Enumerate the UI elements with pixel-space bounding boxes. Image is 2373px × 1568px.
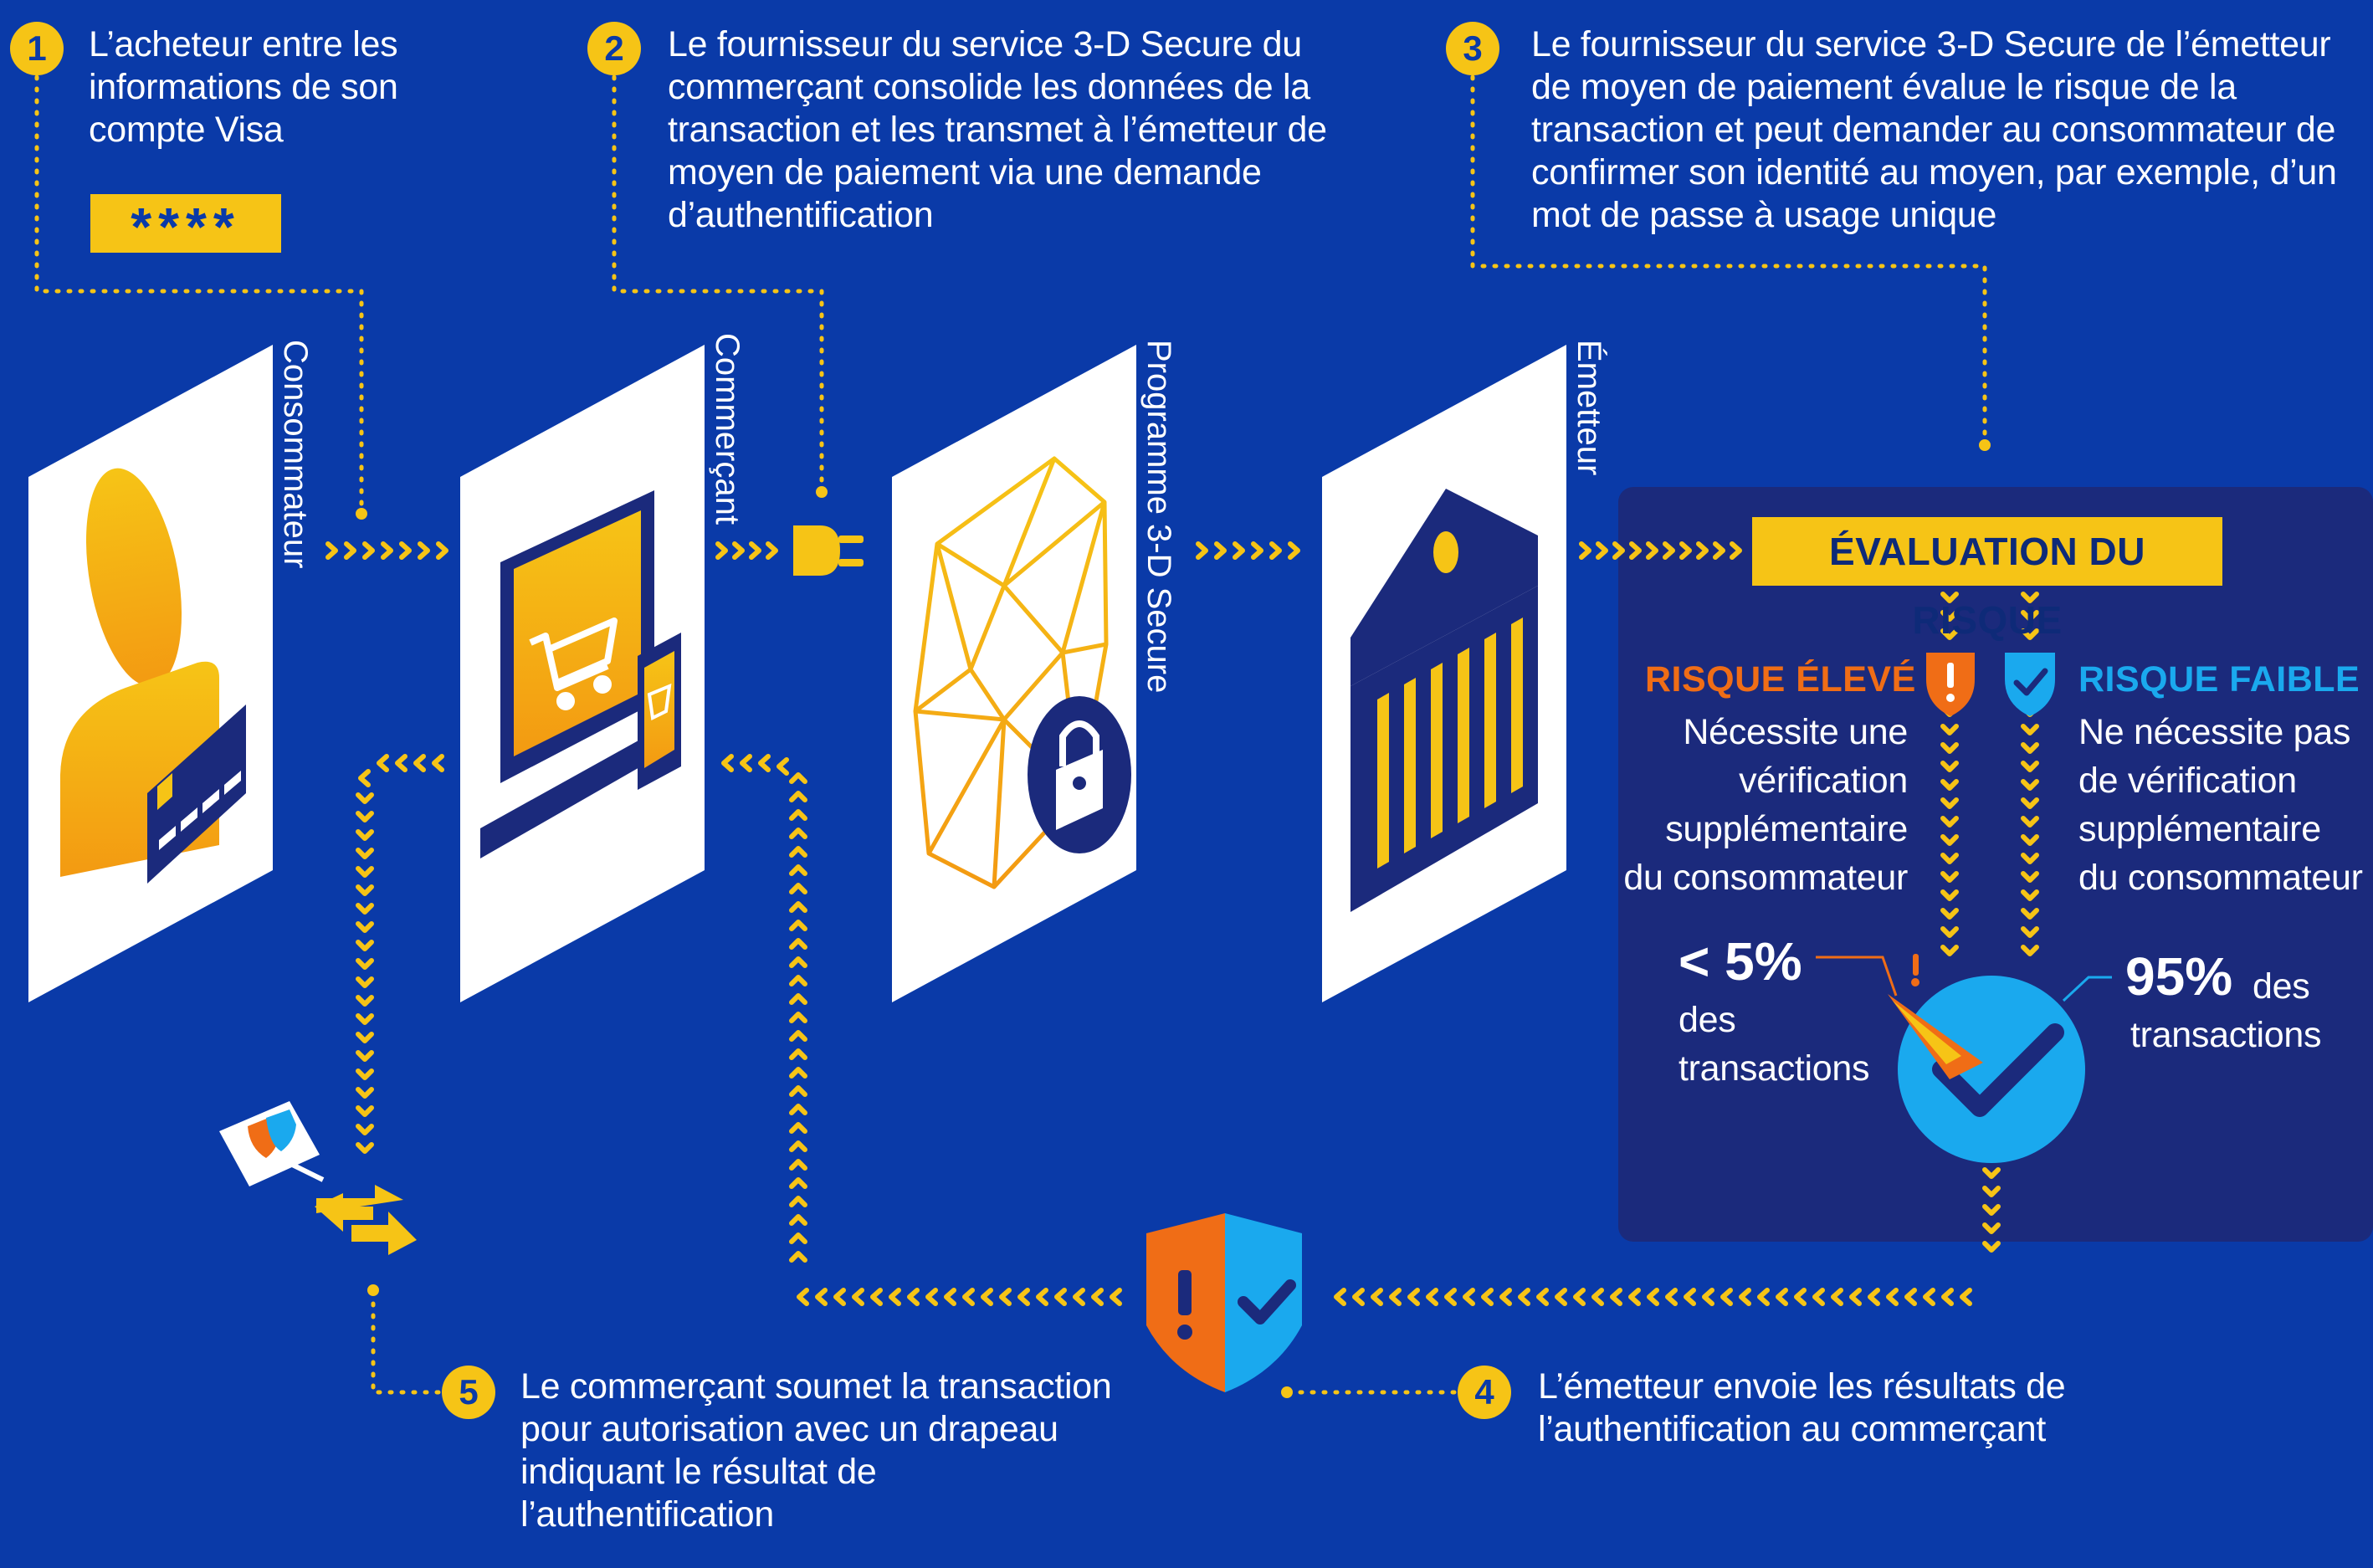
chevrons-up-to-merchant <box>789 772 807 1263</box>
merchant-label: Commerçant <box>709 333 746 525</box>
step-1-text: L’acheteur entre les informations de son… <box>89 24 398 150</box>
authentication-shield-icon <box>1146 1213 1302 1392</box>
consumer-panel <box>28 345 273 1002</box>
leader-dots <box>356 439 1991 1398</box>
risk-panel <box>1618 487 2373 1242</box>
step-5-text: Le commerçant soumet la transaction pour… <box>520 1366 1112 1535</box>
chevrons-program-to-issuer <box>1196 541 1300 560</box>
program-panel <box>892 345 1136 1002</box>
padlock-icon <box>1028 696 1131 853</box>
issuer-label: Émetteur <box>1571 340 1607 476</box>
high-risk-wedge <box>1888 994 1983 1079</box>
chevrons-issuer-to-shield <box>1334 1288 1972 1306</box>
high-risk-percentage: < 5% <box>1679 931 1802 992</box>
low-risk-label: RISQUE FAIBLE <box>2078 659 2360 699</box>
chevrons-down-to-flag <box>356 792 374 1154</box>
chevrons-merchant-to-flag <box>358 754 444 787</box>
result-callout-lines <box>1816 956 2112 1002</box>
high-risk-percentage-caption: des transactions <box>1679 1000 1870 1089</box>
step-3-text: Le fournisseur du service 3-D Secure de … <box>1531 24 2337 235</box>
low-risk-percentage: 95% <box>2125 946 2233 1007</box>
shopping-cart-icon <box>529 617 618 710</box>
chevrons-issuer-to-risk <box>1579 541 1742 560</box>
step-4-badge: 4 <box>1458 1366 1511 1419</box>
issuer-panel <box>1322 345 1566 1002</box>
chevrons-consumer-to-merchant <box>325 541 448 560</box>
consumer-label: Consommateur <box>277 340 314 569</box>
chevrons-eval-high <box>1940 592 1959 640</box>
chevrons-shield-to-left <box>797 1288 1122 1306</box>
high-risk-description: Nécessite une vérification supplémentair… <box>1623 712 1908 898</box>
high-risk-shield-icon <box>1926 653 1975 716</box>
low-risk-percentage-caption-inline: des <box>2253 966 2310 1007</box>
low-risk-percentage-caption: transactions <box>2130 1015 2322 1055</box>
leader-lines <box>34 74 1987 1395</box>
bank-icon <box>1351 489 1538 912</box>
low-risk-shield-icon <box>2005 653 2055 716</box>
small-exclamation-icon <box>1911 954 1919 986</box>
chevrons-merchant-to-plug <box>715 541 778 560</box>
program-label: Programme 3-D Secure <box>1140 340 1177 694</box>
chevrons-result-down <box>1982 1167 2001 1253</box>
step-2-badge: 2 <box>587 22 641 75</box>
low-risk-description: Ne nécessite pas de vérification supplém… <box>2078 712 2363 898</box>
result-check-circle <box>1898 976 2085 1163</box>
flow-chevrons <box>325 541 2039 1306</box>
password-mask: **** <box>90 194 281 257</box>
step-4-text: L’émetteur envoie les résultats de l’aut… <box>1538 1366 2066 1449</box>
exchange-arrows-icon <box>315 1185 417 1255</box>
plug-icon <box>793 525 864 576</box>
risk-evaluation-title: ÉVALUATION DU RISQUE <box>1752 517 2222 642</box>
step-5-badge: 5 <box>442 1366 495 1419</box>
credit-card-icon <box>147 705 246 884</box>
flag-icon <box>219 1101 325 1186</box>
step-2-text: Le fournisseur du service 3-D Secure du … <box>668 24 1327 235</box>
chevrons-merchant-return <box>721 754 789 776</box>
step-1-badge: 1 <box>10 22 64 75</box>
merchant-panel <box>460 345 705 1002</box>
high-risk-label: RISQUE ÉLEVÉ <box>1645 659 1916 699</box>
step-3-badge: 3 <box>1446 22 1499 75</box>
phone-icon <box>638 633 681 790</box>
chevrons-eval-low <box>2021 592 2039 640</box>
